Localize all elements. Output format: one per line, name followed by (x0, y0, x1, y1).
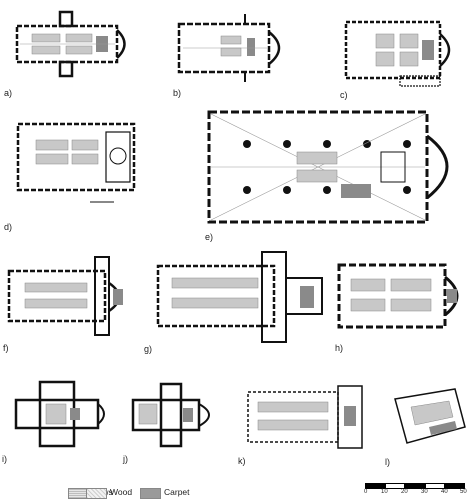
scale-tick-40: 40 (441, 489, 448, 495)
panel-label-e: e) (205, 232, 214, 242)
plan-b: b) (173, 14, 295, 98)
legend-carpet-label: Carpet (164, 487, 190, 497)
plan-e: e) (205, 108, 470, 242)
plan-c: c) (340, 10, 465, 100)
plan-f: f) (3, 255, 133, 353)
plan-h: h) (335, 255, 470, 353)
panel-label-a: a) (4, 88, 13, 98)
scale-tick-30: 30 (421, 489, 428, 495)
scale-seg-3 (405, 483, 425, 489)
plan-g: g) (144, 248, 330, 354)
panel-label-k: k) (238, 456, 246, 466)
scale-seg-2 (385, 483, 405, 489)
plan-j: j) (123, 380, 225, 464)
scale-tick-20: 20 (401, 489, 408, 495)
scale-tick-10: 10 (381, 489, 388, 495)
legend-wood-swatch-active (86, 488, 107, 499)
panel-label-f: f) (3, 343, 9, 353)
scale-tick-0: 0 (364, 489, 368, 495)
panel-label-b: b) (173, 88, 182, 98)
legend-wood-label: Wood (110, 487, 133, 497)
panel-label-i: i) (2, 454, 7, 464)
panel-label-j: j) (123, 454, 128, 464)
panel-label-l: l) (385, 457, 390, 467)
panel-label-g: g) (144, 344, 153, 354)
plan-k: k) (238, 382, 370, 466)
scale-bar: 0 10 20 30 40 50 (364, 480, 469, 500)
scale-seg-4 (425, 483, 445, 489)
legend: Pews Wood Carpet (0, 485, 474, 503)
panel-label-h: h) (335, 343, 344, 353)
plan-a: a) (4, 8, 135, 98)
legend-carpet-swatch (140, 488, 161, 499)
scale-tick-50: 50 (460, 489, 467, 495)
scale-seg-5 (445, 483, 465, 489)
scale-seg-1 (365, 483, 385, 489)
plan-i: i) (2, 378, 110, 464)
panel-label-d: d) (4, 222, 13, 232)
plan-l: l) (385, 385, 470, 467)
panel-label-c: c) (340, 90, 348, 100)
plan-d: d) (4, 118, 145, 232)
